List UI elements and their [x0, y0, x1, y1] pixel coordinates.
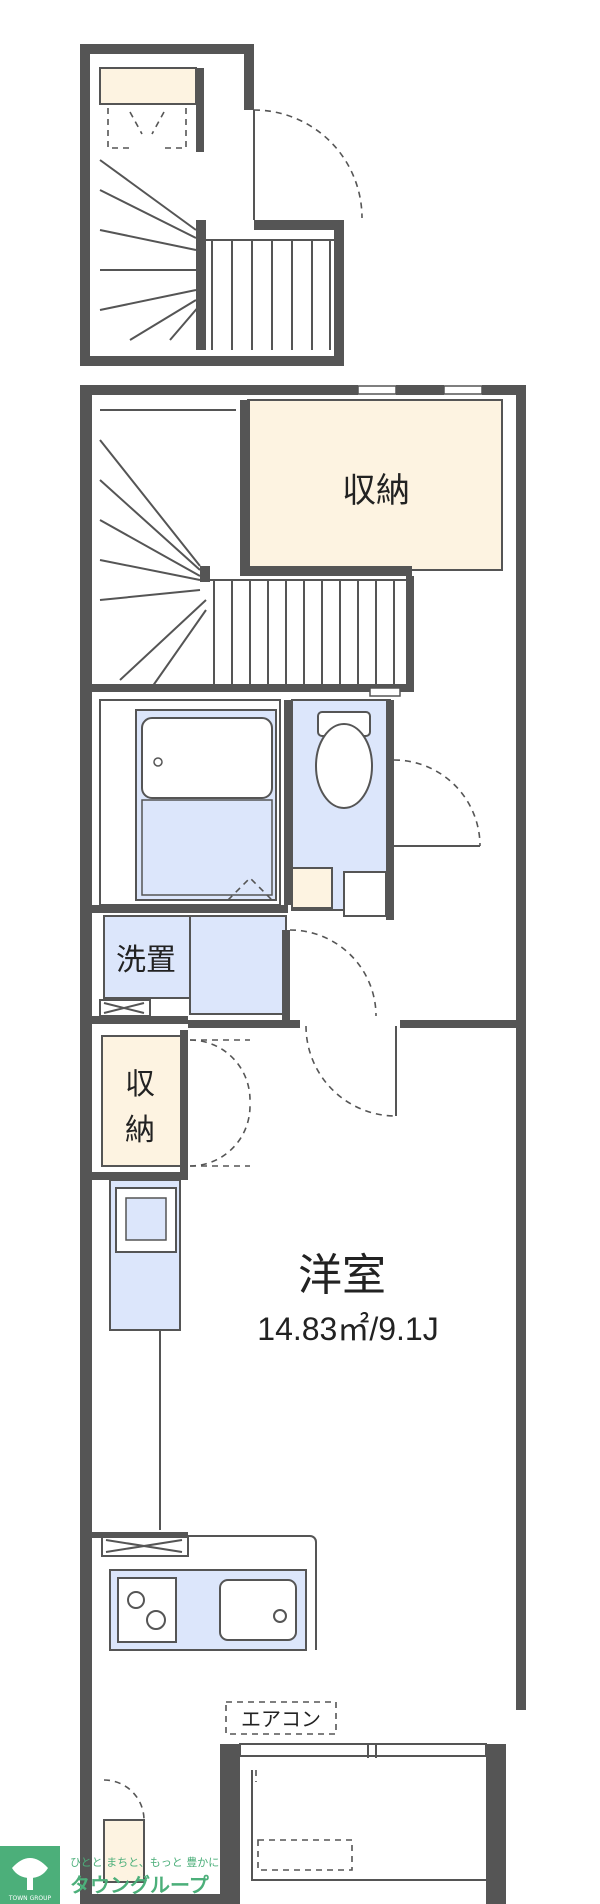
entrance-door — [103, 1779, 145, 1883]
toilet-room — [291, 687, 481, 920]
closet-label-1: 収 — [125, 1067, 155, 1102]
appliance-space — [92, 1172, 188, 1530]
kitchen — [92, 1532, 317, 1651]
closet-label-2: 納 — [125, 1113, 155, 1148]
loft-section — [80, 44, 363, 366]
aircon-label: エアコン — [241, 1707, 321, 1731]
washroom-label: 洗置 — [116, 943, 176, 978]
town-group-logo: TOWN GROUP ひとと まちと、もっと 豊かに タウングループ — [0, 1846, 219, 1904]
stove — [117, 1577, 177, 1643]
main-floor: 収納 — [80, 385, 526, 1904]
balcony — [80, 1743, 506, 1904]
aircon: エアコン — [225, 1701, 337, 1735]
western-room-label: 洋室 — [298, 1250, 386, 1301]
storage-label: 収納 — [342, 471, 410, 511]
loft-shelf — [99, 67, 197, 105]
main-stairs — [92, 409, 414, 692]
sink — [219, 1579, 297, 1641]
window-top-1 — [357, 385, 397, 395]
window-top-2 — [443, 385, 483, 395]
loft-stairs — [99, 159, 334, 350]
washroom: 洗置 — [92, 905, 377, 1024]
storage-room: 収納 — [240, 399, 503, 576]
western-room-area: 14.83㎡/9.1J — [257, 1311, 438, 1347]
logo-brand: タウングループ — [70, 1873, 210, 1897]
closet: 収 納 — [101, 1030, 251, 1172]
western-room: 洋室 14.83㎡/9.1J — [257, 1250, 438, 1347]
bathroom — [99, 699, 292, 906]
logo-tagline: ひとと まちと、もっと 豊かに — [70, 1856, 219, 1869]
logo-brand-small: TOWN GROUP — [8, 1895, 52, 1902]
